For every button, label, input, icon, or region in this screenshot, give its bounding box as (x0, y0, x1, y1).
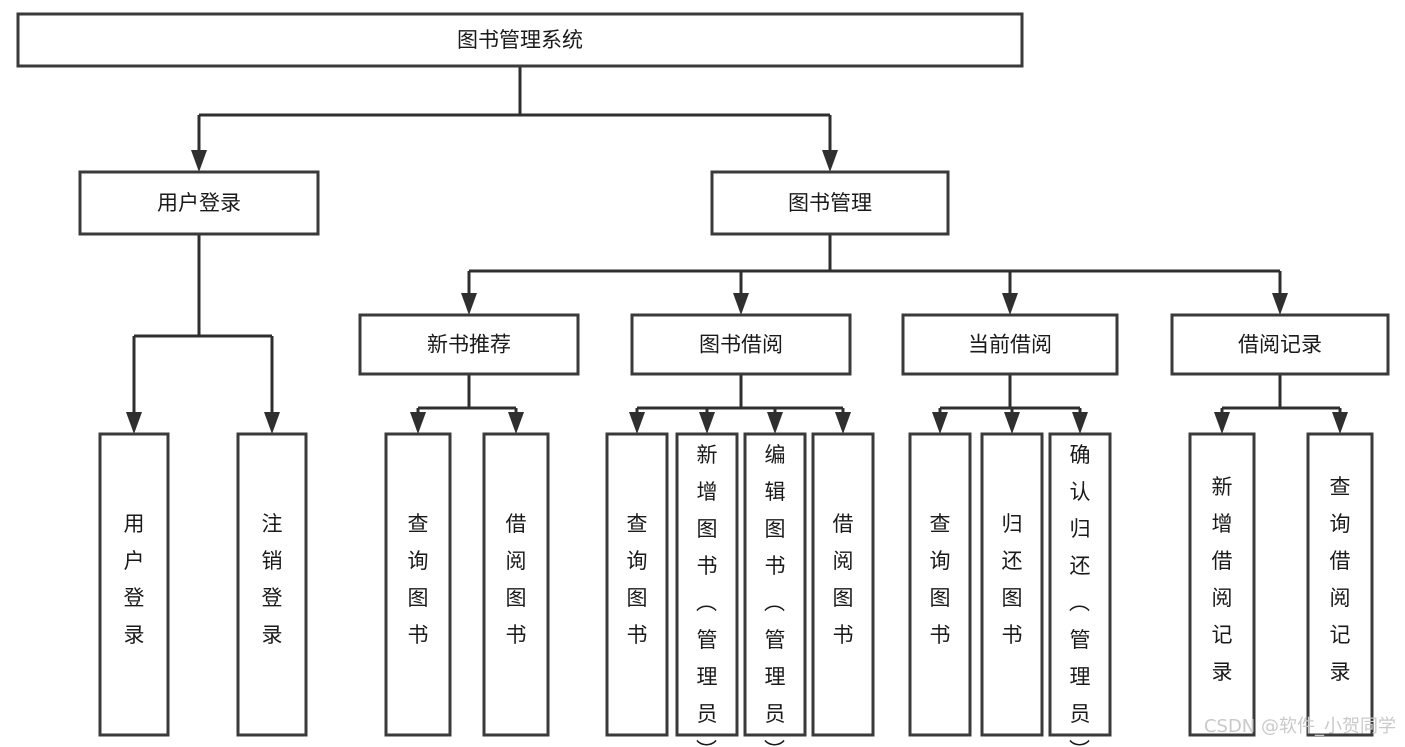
node-leaf-borrow-book[interactable]: 借阅图书 (811, 432, 875, 737)
node-label: 归还图书 (1002, 512, 1023, 647)
node-label: 借阅记录 (1238, 333, 1322, 357)
node-label: 借阅图书 (833, 512, 854, 647)
node-label: 用户登录 (157, 191, 241, 215)
node-label: 图书借阅 (699, 333, 783, 357)
node-label: 新增借阅记录 (1212, 475, 1233, 684)
node-label: 新增图书︵管理员︶ (696, 443, 718, 747)
node-label: 查询图书 (930, 512, 951, 647)
node-label: 新书推荐 (427, 333, 511, 357)
node-leaf-logout[interactable]: 注销登录 (236, 432, 308, 737)
node-leaf-query-book-recommend[interactable]: 查询图书 (384, 432, 452, 737)
connector-layer (126, 66, 1348, 434)
node-borrow-record[interactable]: 借阅记录 (1170, 313, 1390, 376)
connector-group (629, 374, 851, 434)
node-root[interactable]: 图书管理系统 (16, 12, 1024, 68)
node-leaf-query-book-borrow[interactable]: 查询图书 (605, 432, 669, 737)
node-label: 注销登录 (262, 512, 283, 647)
node-label: 查询图书 (627, 512, 648, 647)
node-label: 用户登录 (124, 512, 145, 647)
node-leaf-query-book-current[interactable]: 查询图书 (908, 432, 972, 737)
node-leaf-edit-book[interactable]: 编辑图书︵管理员︶ (743, 432, 807, 747)
node-label: 图书管理系统 (457, 28, 583, 52)
connector-group (191, 66, 838, 172)
connector-group (126, 234, 280, 434)
connector-group (461, 234, 1288, 315)
node-layer: 图书管理系统用户登录图书管理新书推荐图书借阅当前借阅借阅记录用户登录注销登录查询… (16, 12, 1390, 747)
node-leaf-user-login[interactable]: 用户登录 (98, 432, 170, 737)
node-leaf-add-book[interactable]: 新增图书︵管理员︶ (675, 432, 739, 747)
node-label: 当前借阅 (968, 333, 1052, 357)
node-leaf-query-record[interactable]: 查询借阅记录 (1306, 432, 1374, 737)
node-label: 查询借阅记录 (1330, 475, 1351, 684)
node-book-borrow[interactable]: 图书借阅 (630, 313, 852, 376)
connector-group (932, 374, 1088, 434)
node-label: 编辑图书︵管理员︶ (764, 443, 786, 747)
node-label: 确认归还︵管理员︶ (1069, 443, 1091, 747)
node-current-borrow[interactable]: 当前借阅 (901, 313, 1119, 376)
node-label: 图书管理 (788, 191, 872, 215)
node-leaf-confirm-return[interactable]: 确认归还︵管理员︶ (1048, 432, 1112, 747)
node-leaf-return-book[interactable]: 归还图书 (980, 432, 1044, 737)
node-leaf-borrow-book-recommend[interactable]: 借阅图书 (482, 432, 550, 737)
node-user-login[interactable]: 用户登录 (78, 170, 320, 236)
node-new-book-recommend[interactable]: 新书推荐 (358, 313, 580, 376)
node-leaf-add-record[interactable]: 新增借阅记录 (1188, 432, 1256, 737)
watermark-label: CSDN @软件_小贺同学 (1204, 716, 1396, 737)
node-label: 查询图书 (408, 512, 429, 647)
connector-group (410, 374, 524, 434)
node-book-manage[interactable]: 图书管理 (710, 170, 950, 236)
connector-group (1214, 374, 1348, 434)
node-label: 借阅图书 (506, 512, 527, 647)
